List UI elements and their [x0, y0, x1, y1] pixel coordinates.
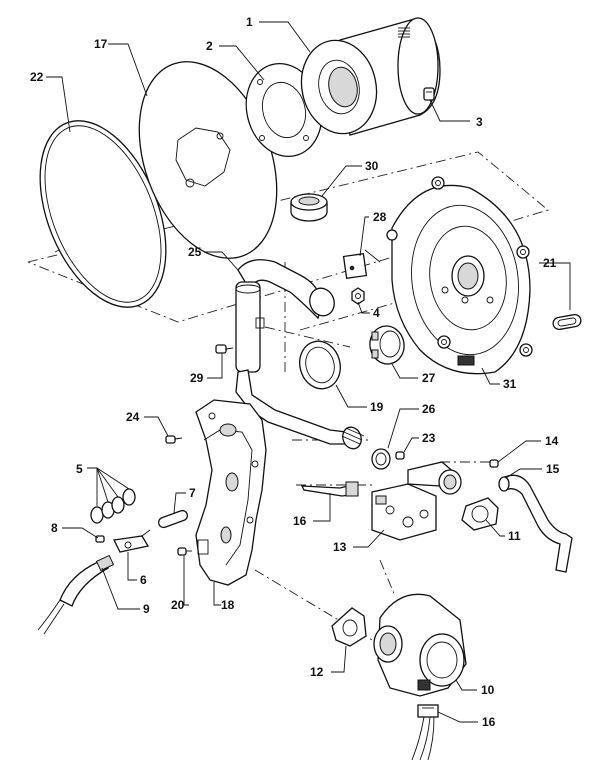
label-20: 20 — [171, 598, 185, 612]
label-25: 25 — [188, 245, 202, 259]
label-6: 6 — [140, 573, 147, 587]
label-31: 31 — [503, 377, 517, 391]
part-6-electrode — [113, 529, 151, 553]
part-13-gas-valve — [371, 461, 462, 541]
part-18-manifold — [195, 399, 267, 586]
label-13: 13 — [333, 540, 347, 554]
tube-grille — [398, 27, 410, 38]
label-10: 10 — [481, 683, 495, 697]
label-8: 8 — [51, 521, 58, 535]
part-16-fan-cable — [411, 704, 439, 761]
label-22: 22 — [30, 70, 44, 84]
part-29-screw — [215, 344, 234, 354]
part-23-screw — [395, 451, 405, 460]
part-10-fan — [373, 593, 467, 697]
label-2: 2 — [206, 39, 213, 53]
label-12: 12 — [310, 665, 324, 679]
part-24-screw — [165, 435, 183, 444]
part-28-bracket — [342, 249, 381, 280]
label-19: 19 — [370, 400, 384, 414]
part-1-burner-tube — [300, 17, 441, 136]
label-9: 9 — [143, 602, 150, 616]
part-8-screw — [95, 535, 105, 543]
label-16-injector: 16 — [293, 514, 307, 528]
part-9-ignition-lead — [37, 554, 115, 635]
part-31-chamber-plate — [386, 176, 533, 375]
part-14-nut — [489, 459, 499, 468]
part-25-inlet-tube — [235, 259, 365, 450]
label-28: 28 — [373, 210, 387, 224]
label-16-cable: 16 — [482, 715, 496, 729]
label-27: 27 — [422, 371, 436, 385]
label-1: 1 — [246, 15, 253, 29]
part-16-injector — [300, 481, 359, 497]
label-15: 15 — [546, 462, 560, 476]
part-27-restrictor — [369, 325, 405, 365]
label-17: 17 — [94, 37, 108, 51]
part-26-o-ring — [371, 448, 391, 470]
label-30: 30 — [365, 159, 379, 173]
part-3-screw — [423, 87, 435, 101]
label-24: 24 — [126, 410, 140, 424]
part-4-nut — [351, 287, 365, 305]
part-21-oval-ring — [552, 313, 582, 331]
part-12-gasket — [331, 607, 367, 647]
leader-lines — [46, 21, 571, 723]
label-18: 18 — [221, 598, 235, 612]
label-14: 14 — [545, 434, 559, 448]
part-7-gasket — [157, 509, 189, 529]
part-labels: 1 2 3 4 5 6 7 8 9 10 11 12 13 14 15 16 1… — [30, 15, 560, 729]
label-11: 11 — [508, 529, 521, 543]
label-29: 29 — [190, 371, 204, 385]
label-7: 7 — [189, 486, 196, 500]
part-30-cap — [290, 193, 328, 222]
part-5-washers — [90, 488, 136, 524]
label-23: 23 — [422, 431, 436, 445]
part-20-screw — [177, 547, 192, 556]
label-4: 4 — [373, 306, 380, 320]
label-3: 3 — [476, 115, 483, 129]
part-11-flange — [461, 497, 499, 531]
part-15-gas-pipe — [498, 474, 573, 573]
label-26: 26 — [422, 402, 436, 416]
part-19-gasket — [299, 340, 341, 390]
label-21: 21 — [543, 256, 557, 270]
label-5: 5 — [76, 462, 83, 476]
